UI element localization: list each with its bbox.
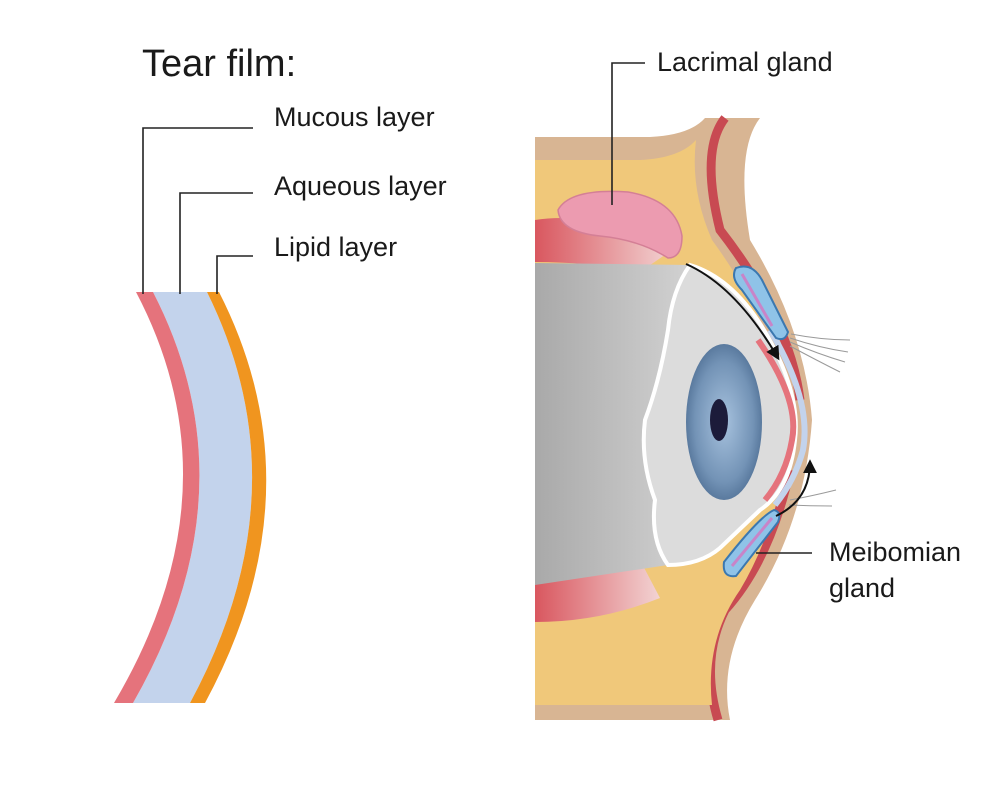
pupil [710, 399, 728, 441]
upper-eyelid-gland-core [740, 273, 774, 327]
meibomian-gland-label-line1: Meibomian [829, 537, 962, 567]
cornea-tear-layer [767, 328, 808, 507]
tear-flow-arrow-lower [775, 459, 817, 517]
lower-eye-muscle [535, 560, 660, 622]
mucous-layer-band [114, 292, 200, 703]
tear-film-leader-lines [142, 127, 253, 294]
eye-cross-section [535, 115, 851, 722]
mucous-layer-label: Mucous layer [274, 102, 435, 132]
lipid-layer-band [190, 292, 267, 703]
tear-flow-arrow-upper [685, 263, 780, 361]
lacrimal-gland-label: Lacrimal gland [657, 47, 833, 77]
upper-skin-edge [706, 115, 805, 401]
meibomian-gland-label-line2: gland [829, 573, 896, 603]
upper-eye-muscle [535, 218, 672, 272]
lacrimal-leader-line [611, 62, 645, 205]
eye-leader-lines [611, 62, 812, 554]
eyelashes [788, 333, 851, 507]
cornea-edge [755, 338, 797, 502]
aqueous-layer-band [133, 292, 253, 703]
tear-film-title: Tear film: [142, 43, 297, 85]
aqueous-layer-label: Aqueous layer [274, 171, 447, 201]
lipid-leader-line [216, 255, 253, 294]
mucous-leader-line [142, 127, 253, 294]
lipid-layer-label: Lipid layer [274, 232, 398, 262]
lower-eyelid-gland-core [730, 517, 774, 567]
tear-film-layers [114, 292, 267, 703]
lacrimal-gland-shape [557, 190, 683, 259]
aqueous-leader-line [179, 192, 253, 294]
